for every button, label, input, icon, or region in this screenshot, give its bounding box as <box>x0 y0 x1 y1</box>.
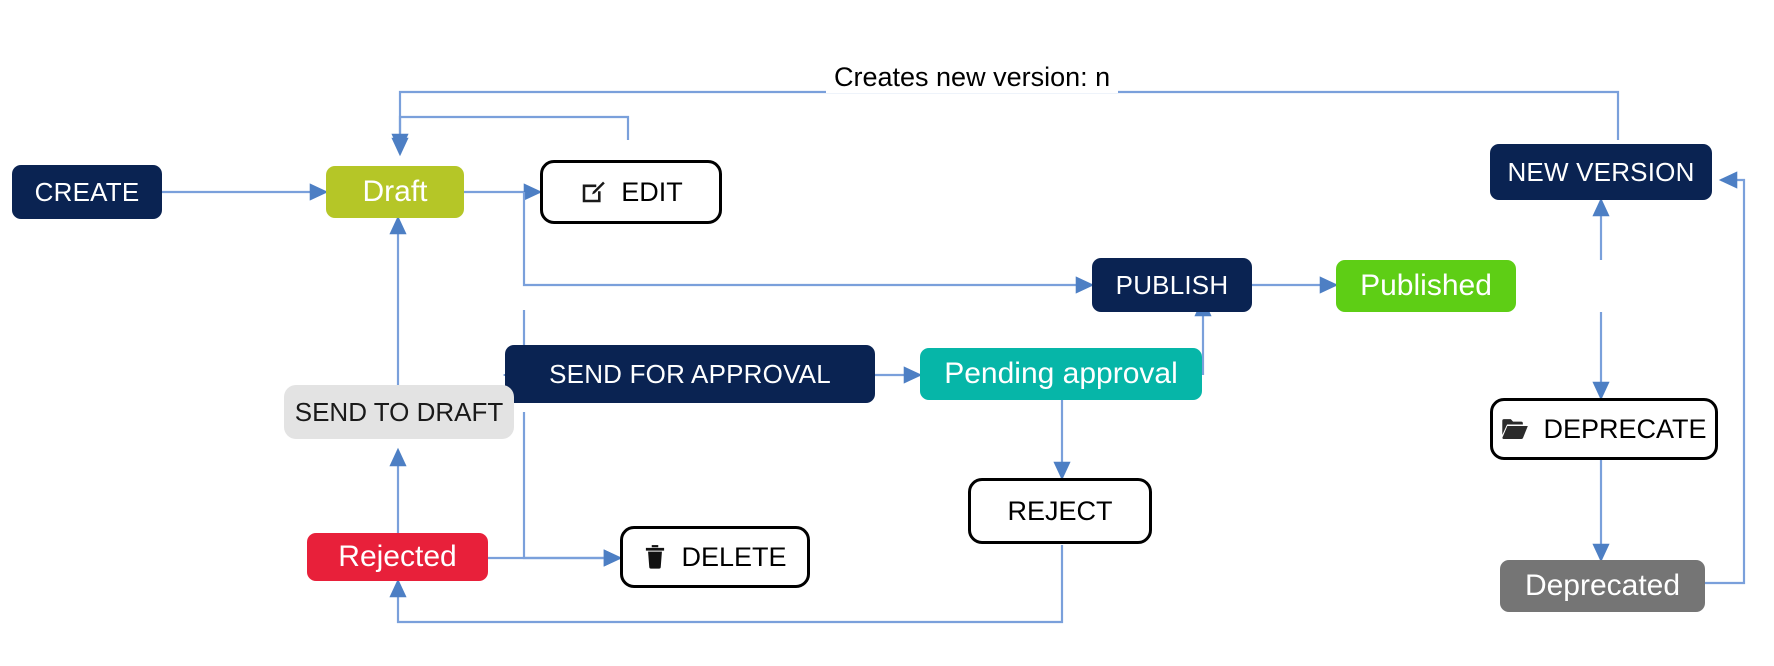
node-reject-label: REJECT <box>1007 495 1113 526</box>
folder-icon <box>1501 417 1529 441</box>
node-draft-label: Draft <box>362 175 428 208</box>
node-reject[interactable]: REJECT <box>968 478 1152 544</box>
edge-edit-draft <box>391 115 630 157</box>
node-send-for-approval-label: SEND FOR APPROVAL <box>549 359 831 389</box>
node-deprecated[interactable]: Deprecated <box>1500 560 1705 612</box>
node-deprecated-label: Deprecated <box>1524 569 1681 602</box>
node-delete[interactable]: DELETE <box>620 526 810 588</box>
node-send-to-draft[interactable]: SEND TO DRAFT <box>284 385 514 439</box>
node-pending-approval[interactable]: Pending approval <box>920 348 1202 400</box>
node-pending-approval-label: Pending approval <box>944 357 1178 390</box>
edge-deprecated-newversion <box>1705 171 1746 585</box>
node-delete-label: DELETE <box>681 541 787 572</box>
node-new-version[interactable]: NEW VERSION <box>1490 144 1712 200</box>
node-create-label: CREATE <box>34 177 140 207</box>
node-create[interactable]: CREATE <box>12 165 162 219</box>
edge-draft-delete <box>522 412 623 567</box>
trash-icon <box>643 544 667 570</box>
node-edit[interactable]: EDIT <box>540 160 722 224</box>
node-published[interactable]: Published <box>1336 260 1516 312</box>
node-published-label: Published <box>1360 269 1492 302</box>
node-deprecate[interactable]: DEPRECATE <box>1490 398 1718 460</box>
edge-newversion-draft <box>391 90 1620 153</box>
node-publish-label: PUBLISH <box>1115 270 1229 300</box>
node-edit-label: EDIT <box>621 176 683 207</box>
node-deprecate-label: DEPRECATE <box>1543 413 1707 444</box>
node-send-for-approval[interactable]: SEND FOR APPROVAL <box>505 345 875 403</box>
node-send-to-draft-label: SEND TO DRAFT <box>294 397 504 427</box>
node-publish[interactable]: PUBLISH <box>1092 258 1252 312</box>
node-new-version-label: NEW VERSION <box>1507 157 1695 187</box>
edge-label-creates-new-version: Creates new version: n <box>826 62 1119 93</box>
edit-icon <box>579 178 607 206</box>
node-rejected[interactable]: Rejected <box>307 533 488 581</box>
node-draft[interactable]: Draft <box>326 166 464 218</box>
node-rejected-label: Rejected <box>338 540 457 573</box>
